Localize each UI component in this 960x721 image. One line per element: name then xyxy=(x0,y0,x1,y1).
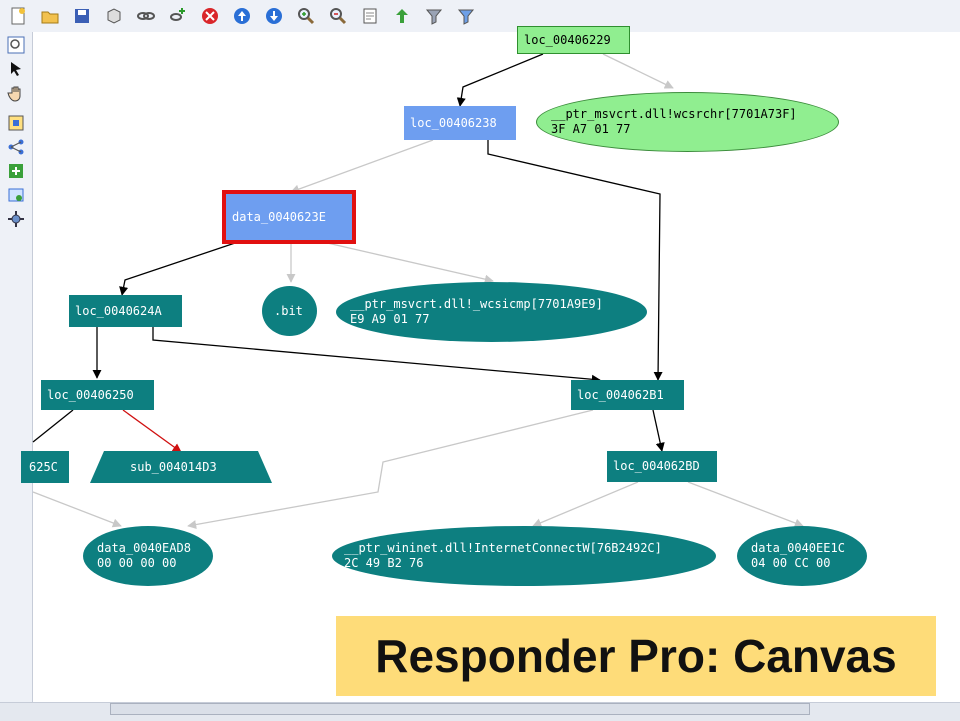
node-bytes: 00 00 00 00 xyxy=(97,556,177,570)
edge xyxy=(652,409,665,452)
node-bytes: 2C 49 B2 76 xyxy=(344,556,424,570)
node-loc-004062B1[interactable]: loc_004062B1 xyxy=(571,380,684,410)
pointer-icon[interactable] xyxy=(7,60,25,78)
edge xyxy=(152,327,601,384)
page-icon[interactable] xyxy=(360,6,380,26)
node-label: 625C xyxy=(29,459,58,474)
zoom-in-icon[interactable] xyxy=(296,6,316,26)
node-label: loc_004062BD xyxy=(613,459,700,473)
node-label: __ptr_wininet.dll!InternetConnectW[76B24… xyxy=(344,541,662,555)
settings-icon[interactable] xyxy=(7,210,25,228)
node-label: data_0040EAD8 xyxy=(97,541,191,555)
node-bytes: 04 00 CC 00 xyxy=(751,556,831,570)
node-loc-00406238[interactable]: loc_00406238 xyxy=(404,106,516,140)
fit-icon[interactable] xyxy=(7,114,25,132)
edge xyxy=(119,241,239,296)
node-loc-00406250[interactable]: loc_00406250 xyxy=(41,380,154,410)
cube-icon[interactable] xyxy=(104,6,124,26)
edge xyxy=(687,481,804,528)
node-data-0040623E-selected[interactable]: data_0040623E xyxy=(222,190,356,244)
add-node-icon[interactable] xyxy=(7,162,25,180)
edge xyxy=(456,53,544,107)
node-label: __ptr_msvcrt.dll!wcsrchr[7701A73F] xyxy=(551,107,797,121)
edge xyxy=(487,140,663,381)
node-ptr-wcsrchr[interactable]: __ptr_msvcrt.dll!wcsrchr[7701A73F] 3F A7… xyxy=(536,92,839,152)
node-label: loc_00406238 xyxy=(410,115,497,130)
edge xyxy=(602,53,674,89)
new-icon[interactable] xyxy=(8,6,28,26)
edge xyxy=(187,409,594,530)
node-ptr-wcsicmp[interactable]: __ptr_msvcrt.dll!_wcsicmp[7701A9E9] E9 A… xyxy=(336,282,647,342)
node-ptr-internetconnectw[interactable]: __ptr_wininet.dll!InternetConnectW[76B24… xyxy=(332,526,716,586)
layout-icon[interactable] xyxy=(7,138,25,156)
edge xyxy=(290,139,434,194)
node-label: data_0040623E xyxy=(232,209,326,224)
node-label: loc_0040624A xyxy=(75,303,162,318)
node-bit[interactable]: .bit xyxy=(262,286,317,336)
edge xyxy=(32,491,122,528)
link-add-icon[interactable] xyxy=(168,6,188,26)
node-label: loc_004062B1 xyxy=(577,387,664,402)
open-folder-icon[interactable] xyxy=(40,6,60,26)
node-label: __ptr_msvcrt.dll!_wcsicmp[7701A9E9] xyxy=(350,297,603,311)
node-sub-004014D3[interactable]: sub_004014D3 xyxy=(130,451,250,483)
zoom-out-icon[interactable] xyxy=(328,6,348,26)
node-data-0040EE1C[interactable]: data_0040EE1C 04 00 CC 00 xyxy=(737,526,867,586)
node-label: loc_00406229 xyxy=(524,32,611,47)
graph-canvas[interactable]: loc_00406229 loc_00406238 __ptr_msvcrt.d… xyxy=(21,26,960,702)
export-icon[interactable] xyxy=(7,186,25,204)
node-sub-004014D3-shape[interactable] xyxy=(90,451,272,483)
node-loc-00406229[interactable]: loc_00406229 xyxy=(517,26,630,54)
node-partial-625C[interactable]: 625C xyxy=(21,451,69,483)
node-label: loc_00406250 xyxy=(47,387,134,402)
main-toolbar xyxy=(0,0,960,33)
graph-edges xyxy=(32,53,804,530)
slide-caption: Responder Pro: Canvas xyxy=(336,616,936,696)
node-loc-0040624A[interactable]: loc_0040624A xyxy=(69,295,182,327)
node-bytes: E9 A9 01 77 xyxy=(350,312,430,326)
hand-icon[interactable] xyxy=(7,84,25,102)
up-arrow-icon[interactable] xyxy=(232,6,252,26)
node-label: .bit xyxy=(274,303,303,318)
node-label: sub_004014D3 xyxy=(130,459,217,474)
tool-sidebar xyxy=(0,32,33,702)
node-data-0040EAD8[interactable]: data_0040EAD8 00 00 00 00 xyxy=(83,526,213,586)
tree-down-icon[interactable] xyxy=(392,6,412,26)
edge xyxy=(122,409,182,453)
edge xyxy=(532,481,639,528)
stop-icon[interactable] xyxy=(200,6,220,26)
horizontal-scrollbar[interactable] xyxy=(110,703,810,715)
edge xyxy=(322,241,494,284)
save-icon[interactable] xyxy=(72,6,92,26)
link-icon[interactable] xyxy=(136,6,156,26)
node-bytes: 3F A7 01 77 xyxy=(551,122,631,136)
zoom-window-icon[interactable] xyxy=(7,36,25,54)
filter-icon[interactable] xyxy=(424,6,444,26)
down-arrow-icon[interactable] xyxy=(264,6,284,26)
node-loc-004062BD[interactable]: loc_004062BD xyxy=(607,451,717,482)
filter-edit-icon[interactable] xyxy=(456,6,476,26)
edge xyxy=(32,409,74,443)
node-label: data_0040EE1C xyxy=(751,541,845,555)
